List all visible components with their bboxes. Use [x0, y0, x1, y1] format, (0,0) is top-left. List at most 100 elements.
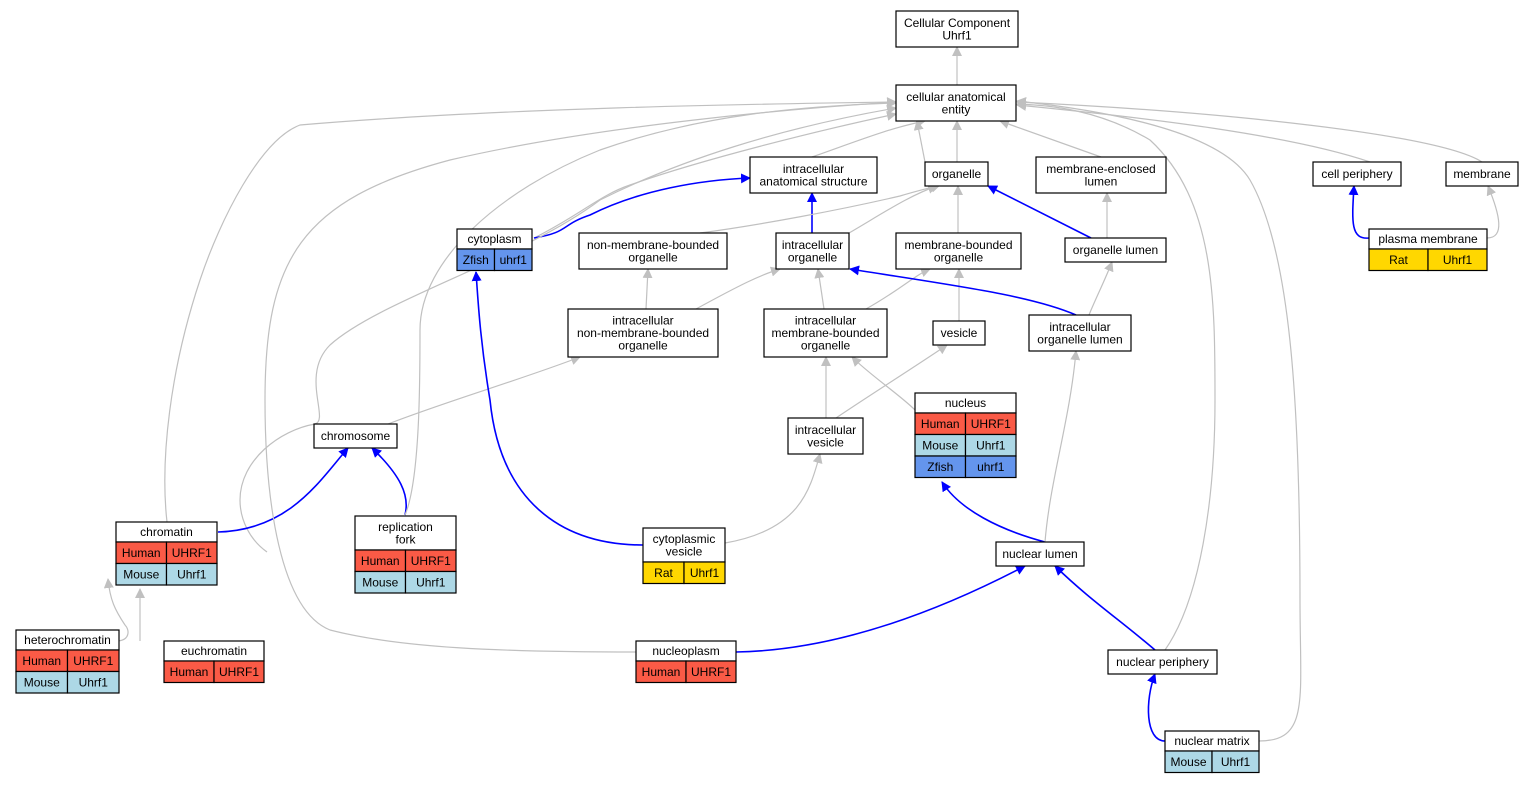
node-membrane[interactable]: membrane [1445, 161, 1519, 187]
gene-cell [683, 561, 726, 585]
gene-cell [964, 455, 1017, 479]
node-vesicle[interactable]: vesicle [932, 320, 986, 346]
node-header-box [1445, 161, 1519, 187]
gene-label: Uhrf1 [79, 675, 109, 689]
node-label-line: Cellular Component [904, 16, 1011, 30]
node-header-box [567, 308, 719, 358]
species-label: Human [361, 554, 400, 568]
node-label-line: replication [378, 520, 433, 534]
node-nuclear-lumen[interactable]: nuclear lumen [995, 541, 1085, 567]
edge-3 [999, 119, 1102, 158]
species-label: Rat [654, 566, 673, 580]
node-label-line: intracellular [1049, 320, 1110, 334]
node-header-box [1064, 237, 1167, 263]
edge-30 [371, 447, 407, 516]
node-label-line: chromosome [321, 429, 391, 443]
species-label: Mouse [24, 675, 60, 689]
gene-label: Uhrf1 [976, 438, 1006, 452]
node-chromosome[interactable]: chromosome [313, 423, 398, 449]
node-header-box [787, 417, 864, 455]
node-label-line: Uhrf1 [942, 28, 972, 42]
node-label-line: intracellular [795, 423, 856, 437]
gene-cell [165, 562, 218, 586]
species-label: Mouse [123, 567, 159, 581]
gene-cell [1427, 248, 1488, 272]
node-label-line: organelle lumen [1073, 243, 1158, 257]
node-label-line: fork [395, 532, 416, 546]
node-header-box [1107, 649, 1218, 675]
edge-23 [1088, 261, 1114, 316]
node-label-line: intracellular [795, 314, 856, 328]
edge-19 [814, 268, 825, 310]
gene-label: UHRF1 [219, 665, 259, 679]
node-header-box [578, 232, 728, 270]
node-label-line: cellular anatomical [906, 90, 1005, 104]
gene-label: uhrf1 [500, 253, 528, 267]
node-cell-periphery[interactable]: cell periphery [1312, 161, 1402, 187]
node-header-box [895, 232, 1022, 270]
node-label-line: organelle lumen [1037, 332, 1122, 346]
gene-label: UHRF1 [73, 654, 113, 668]
edge-35 [1044, 350, 1081, 543]
node-label-line: nucleus [945, 396, 986, 410]
node-nuclear-periphery[interactable]: nuclear periphery [1107, 649, 1218, 675]
edge-43 [1147, 673, 1166, 742]
node-header-box [995, 541, 1085, 567]
species-label: Human [22, 654, 61, 668]
node-inmbo[interactable]: intracellularnon-membrane-boundedorganel… [567, 308, 719, 358]
node-header-box [749, 156, 878, 194]
edge-7 [533, 110, 897, 239]
node-organelle-lumen[interactable]: organelle lumen [1064, 237, 1167, 263]
edge-17 [642, 268, 653, 310]
node-label-line: nuclear lumen [1002, 547, 1077, 561]
node-label-line: membrane [1453, 167, 1511, 181]
edge-4 [1016, 100, 1371, 163]
node-header-box [895, 84, 1017, 122]
edge-40 [735, 565, 1026, 653]
gene-cell [685, 660, 737, 684]
node-label-line: membrane-bounded [904, 238, 1012, 252]
node-header-box [354, 515, 457, 551]
edge-16 [1486, 185, 1500, 239]
gene-cell [66, 670, 120, 694]
gene-label: Uhrf1 [1221, 755, 1251, 769]
edge-11 [848, 184, 938, 234]
node-organelle[interactable]: organelle [924, 161, 989, 187]
node-header-box [932, 320, 986, 346]
gene-label: Uhrf1 [1443, 253, 1473, 267]
species-label: Human [122, 546, 161, 560]
node-label-line: vesicle [941, 326, 978, 340]
node-label-line: chromatin [140, 525, 193, 539]
node-label-line: organelle [788, 250, 838, 264]
edge-39 [264, 97, 897, 653]
gene-label: UHRF1 [971, 417, 1011, 431]
edge-10 [699, 182, 941, 234]
edge-32 [471, 271, 644, 546]
node-label-line: organelle [801, 339, 851, 353]
gene-label: Uhrf1 [690, 566, 720, 580]
species-label: Mouse [922, 438, 958, 452]
gene-label: uhrf1 [977, 460, 1005, 474]
node-header-box [1035, 156, 1167, 194]
node-label-line: cell periphery [1321, 167, 1392, 181]
